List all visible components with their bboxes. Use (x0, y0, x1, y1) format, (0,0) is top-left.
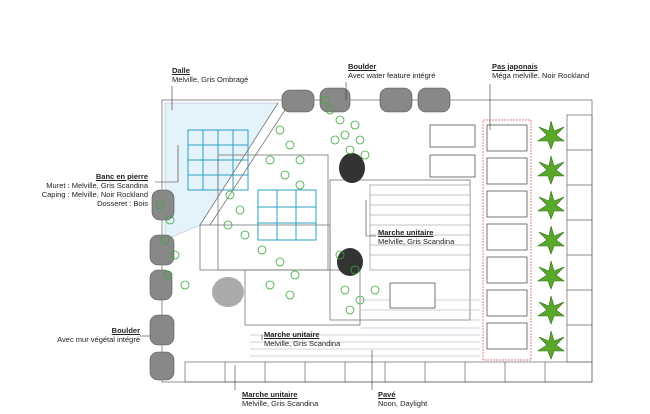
diagonal-path (199, 102, 286, 226)
label-dalle: Dalle Melville, Gris Ombragé (172, 66, 248, 84)
paving-pads (389, 124, 476, 309)
right-border-strip (566, 114, 593, 363)
label-pas-japonais: Pas japonais Méga melville, Noir Rocklan… (492, 62, 589, 80)
label-marche-center-title: Marche unitaire (264, 330, 320, 339)
label-banc-line-3: Dosseret : Bois (97, 199, 148, 208)
label-marche-bottom-line: Melville, Gris Scandina (242, 399, 319, 408)
label-boulder-top: Boulder Avec water feature intégré (348, 62, 435, 80)
label-banc-title: Banc en pierre (95, 172, 148, 181)
label-boulder-top-title: Boulder (348, 62, 377, 71)
label-pave: Pavé Noon, Daylight (378, 390, 427, 408)
pas-japonais-stones (486, 124, 528, 350)
marche-unitaire-deck (369, 184, 471, 271)
label-marche-bottom-title: Marche unitaire (242, 390, 298, 399)
label-dalle-title: Dalle (172, 66, 190, 75)
label-marche-right-title: Marche unitaire (378, 228, 434, 237)
label-boulder-top-line: Avec water feature intégré (348, 71, 436, 80)
label-pas-japonais-line: Méga melville, Noir Rockland (492, 71, 590, 80)
label-boulder-left: Boulder Avec mur végétal intégré (57, 326, 140, 344)
boulder-grey (212, 277, 244, 307)
agave-plants (537, 120, 565, 360)
label-marche-unitaire-center: Marche unitaire Melville, Gris Scandina (264, 330, 340, 348)
label-marche-unitaire-bottom: Marche unitaire Melville, Gris Scandina (242, 390, 318, 408)
feature-boulders (337, 153, 365, 276)
leader-lines (140, 82, 491, 390)
label-banc-en-pierre: Banc en pierre Muret : Melville, Gris Sc… (42, 172, 148, 208)
boulders-top (281, 87, 451, 113)
pave-strip (184, 361, 593, 383)
label-marche-center-line: Melville, Gris Scandina (264, 339, 341, 348)
label-banc-line-1: Muret : Melville, Gris Scandina (46, 181, 148, 190)
foliage (155, 95, 380, 315)
dalle-tiles-lower (257, 189, 317, 241)
label-marche-right-line: Melville, Gris Scandina (378, 237, 455, 246)
label-banc-line-2: Caping : Melville, Noir Rockland (41, 190, 148, 199)
label-pave-title: Pavé (378, 390, 396, 399)
label-pave-line: Noon, Daylight (378, 399, 428, 408)
label-dalle-line: Melville, Gris Ombragé (172, 75, 249, 84)
label-marche-unitaire-right: Marche unitaire Melville, Gris Scandina (378, 228, 454, 246)
label-pas-japonais-title: Pas japonais (492, 62, 538, 71)
label-boulder-left-line: Avec mur végétal intégré (57, 335, 140, 344)
boulders-left (149, 189, 175, 381)
label-boulder-left-title: Boulder (111, 326, 140, 335)
